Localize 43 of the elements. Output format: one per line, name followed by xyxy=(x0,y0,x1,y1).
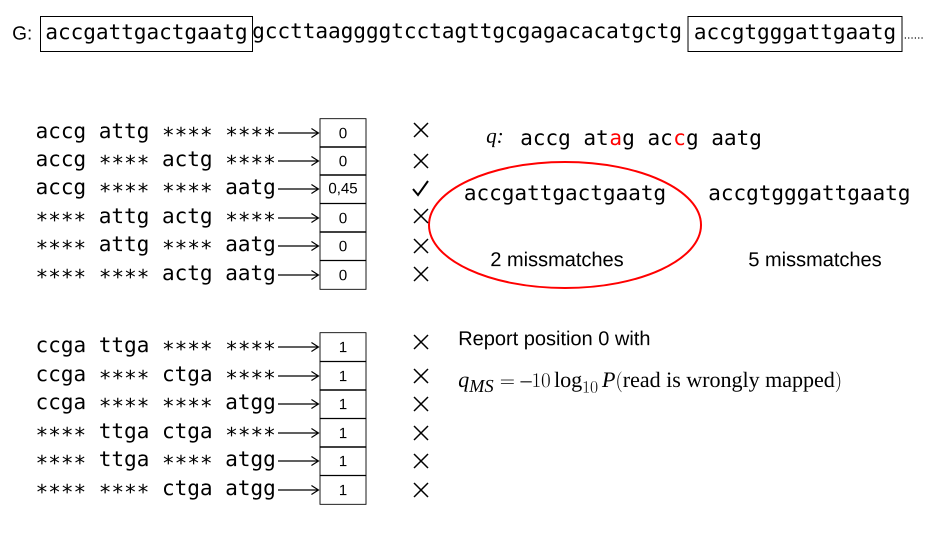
label-text: Report position 0 with xyxy=(460,330,650,350)
label-text: 5 missmatches xyxy=(749,252,881,266)
seed-pattern: ∗∗∗∗ ttga ∗∗∗∗ atgg xyxy=(37,451,274,471)
seed-pattern: ∗∗∗∗ ttga ctga ∗∗∗∗ xyxy=(37,423,274,443)
formula: $q_{MS} = -10\log_{10} P(\textrm{read is wrongly mapped})$ xyxy=(458,371,840,393)
arrow xyxy=(278,156,320,166)
seed-pattern: ccga ttga ∗∗∗∗ ∗∗∗∗ xyxy=(38,337,274,357)
table-cell: 0 xyxy=(320,203,366,233)
table-cell: 1 xyxy=(320,446,366,476)
table-cell: 1 xyxy=(320,332,366,362)
table-cell: 0 xyxy=(320,118,366,148)
arrow xyxy=(278,371,320,381)
table-cell: 0 xyxy=(320,231,366,261)
boxed-sequence: accgtgggattgaatg xyxy=(688,16,902,52)
table-cell: 1 xyxy=(320,475,366,505)
arrow xyxy=(278,241,320,251)
seed-pattern: ∗∗∗∗ ∗∗∗∗ ctga atgg xyxy=(37,480,274,500)
arrow xyxy=(278,213,320,223)
arrow xyxy=(278,342,320,352)
seed-pattern: ccga ∗∗∗∗ ∗∗∗∗ atgg xyxy=(38,394,274,414)
arrow xyxy=(278,485,320,495)
seed-pattern: accg ∗∗∗∗ ∗∗∗∗ aatg xyxy=(36,179,274,199)
seed-pattern: accg attg ∗∗∗∗ ∗∗∗∗ xyxy=(36,123,274,143)
seed-pattern: ∗∗∗∗ ∗∗∗∗ actg aatg xyxy=(37,265,274,285)
seed-pattern: ccga ∗∗∗∗ ctga ∗∗∗∗ xyxy=(38,366,274,386)
boxed-sequence: accgattgactgaatg xyxy=(40,16,253,52)
sequence-text: gccttaaggggtcctagttgcgagacacatgctg xyxy=(253,23,680,43)
table-cell: 0 xyxy=(320,146,366,176)
seed-pattern: ∗∗∗∗ attg actg ∗∗∗∗ xyxy=(37,208,274,228)
table-cell: 1 xyxy=(320,418,366,448)
table-cell: 1 xyxy=(320,389,366,419)
arrow xyxy=(278,456,320,466)
arrow xyxy=(278,399,320,409)
table-cell: 1 xyxy=(320,361,366,391)
arrow xyxy=(278,428,320,438)
table-cell: 0 xyxy=(320,260,366,290)
seed-pattern: ∗∗∗∗ attg ∗∗∗∗ aatg xyxy=(37,236,274,256)
seed-pattern: accg ∗∗∗∗ actg ∗∗∗∗ xyxy=(36,151,274,171)
query-text: g aatg xyxy=(687,130,760,150)
arrow xyxy=(278,128,320,138)
arrow xyxy=(278,184,320,194)
arrow xyxy=(278,270,320,280)
table-cell: 0,45 xyxy=(320,174,366,204)
